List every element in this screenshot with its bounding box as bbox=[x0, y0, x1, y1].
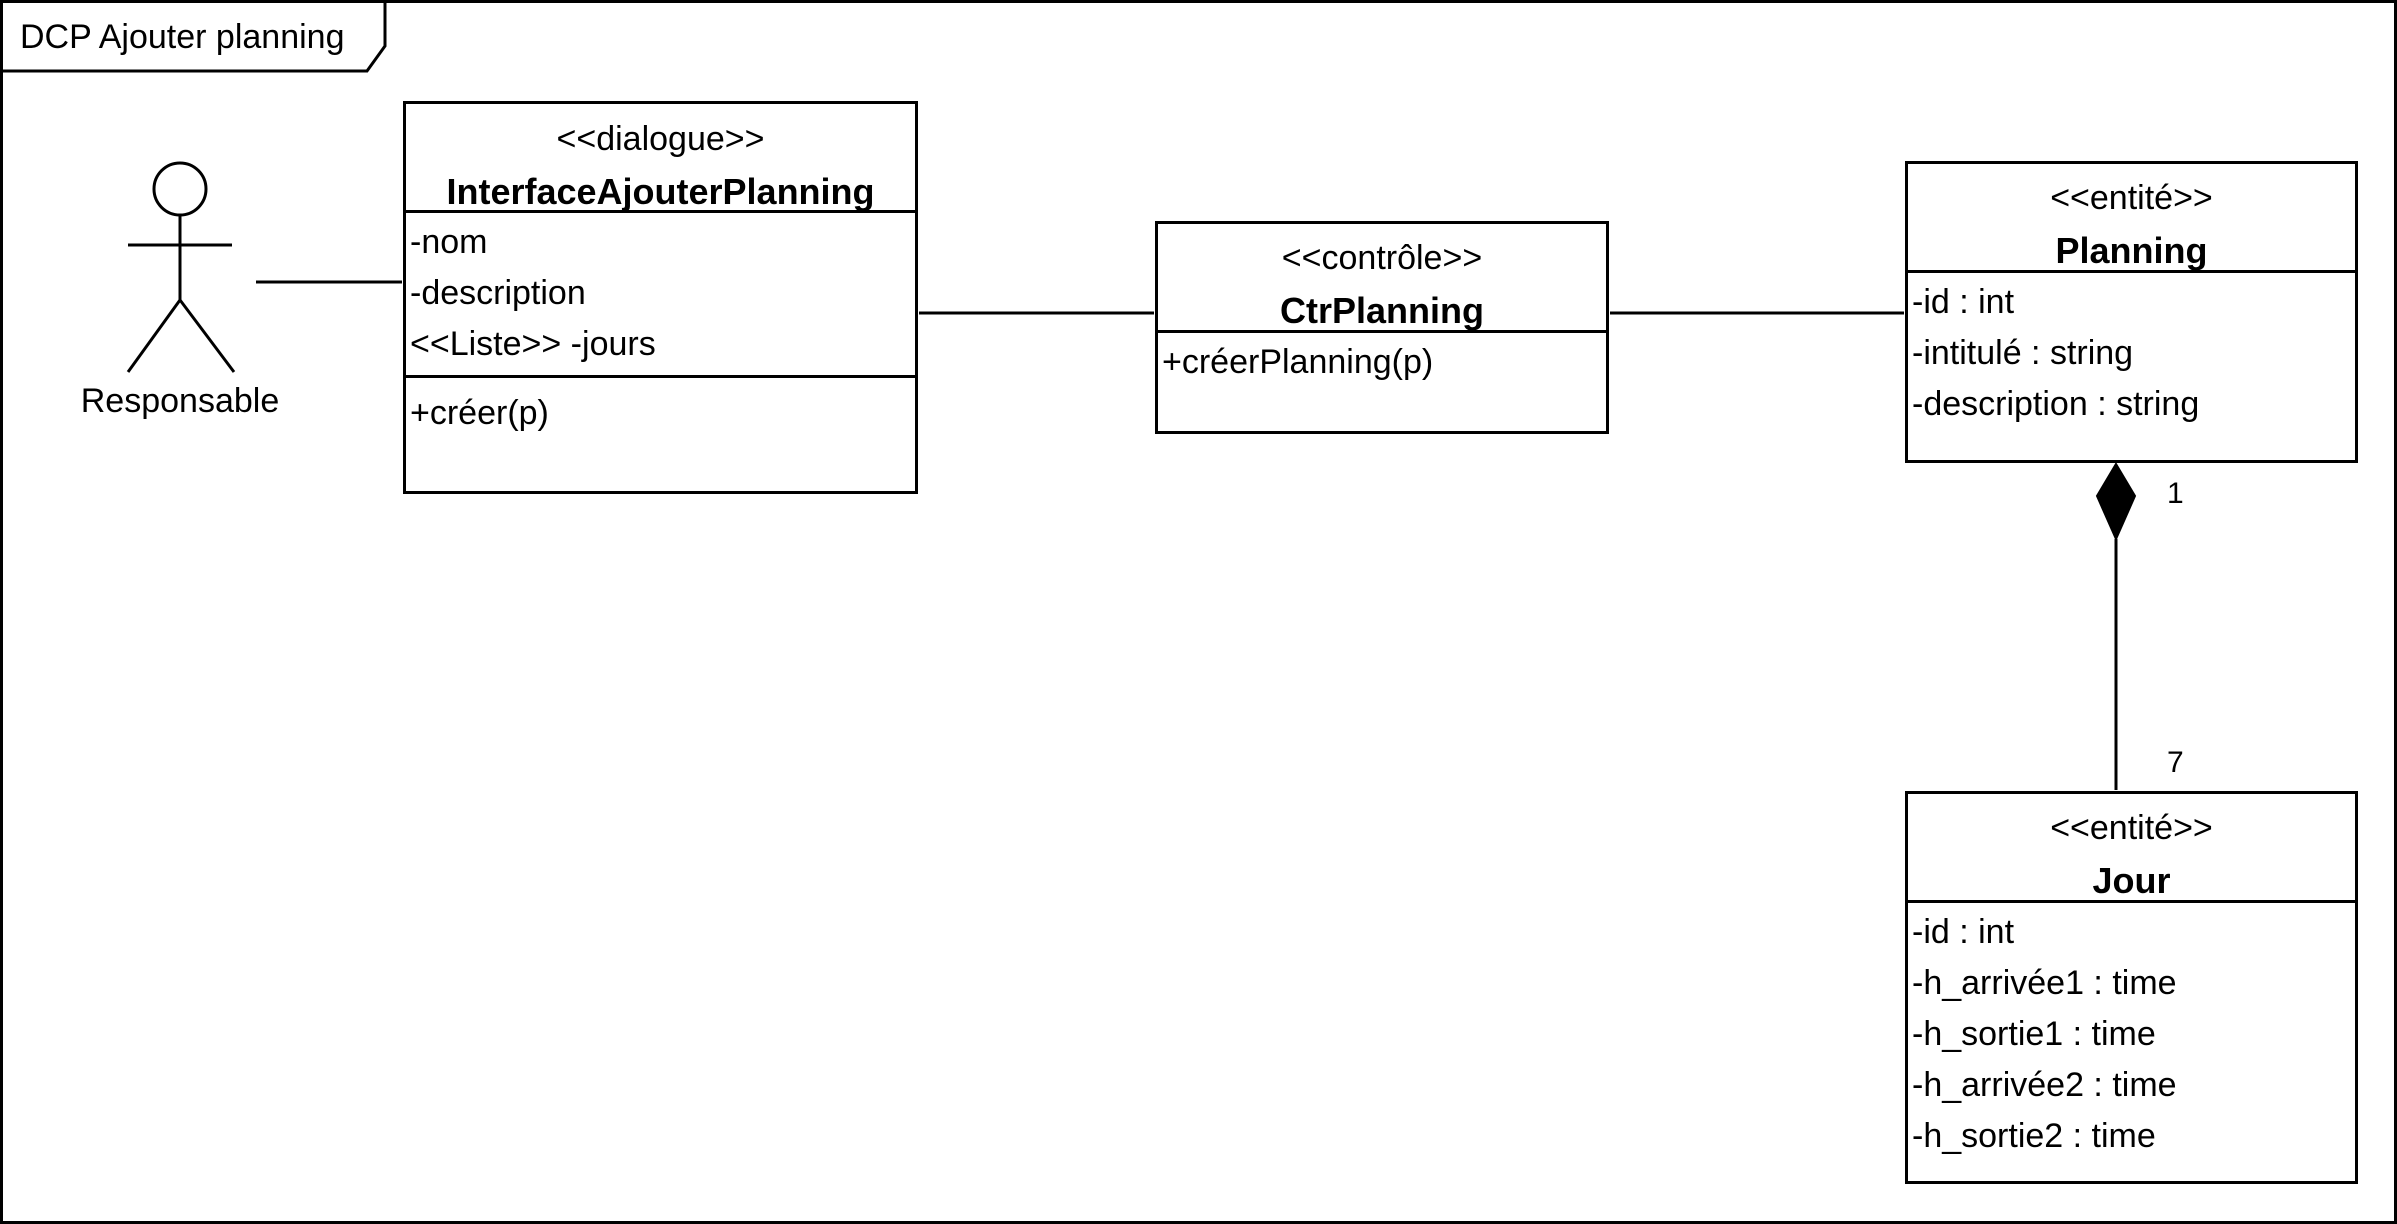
actor-leg-right bbox=[178, 299, 236, 373]
attribute: -h_sortie2 : time bbox=[1912, 1117, 2156, 1155]
attribute: -h_arrivée2 : time bbox=[1912, 1066, 2177, 1104]
class-attributes: -nom -description <<Liste>> -jours bbox=[406, 213, 915, 378]
frame-title: DCP Ajouter planning bbox=[20, 18, 345, 56]
composition-diamond bbox=[2095, 462, 2137, 542]
class-operations: +créer(p) bbox=[406, 378, 915, 439]
class-name: Planning bbox=[2055, 230, 2208, 271]
class-header: <<dialogue>> InterfaceAjouterPlanning bbox=[406, 104, 915, 213]
class-name: Jour bbox=[2092, 860, 2171, 901]
class-attributes: -id : int -intitulé : string -descriptio… bbox=[1908, 273, 2355, 430]
actor-leg-left bbox=[126, 299, 182, 373]
frame-label-tab bbox=[1, 1, 387, 73]
class-stereotype: <<contrôle>> bbox=[1281, 239, 1483, 277]
attribute: <<Liste>> -jours bbox=[410, 325, 656, 363]
class-stereotype: <<dialogue>> bbox=[556, 120, 765, 158]
attribute: -id : int bbox=[1912, 283, 2015, 321]
class-stereotype: <<entité>> bbox=[2050, 809, 2213, 847]
class-stereotype: <<entité>> bbox=[2050, 179, 2213, 217]
multiplicity-planning: 1 bbox=[2167, 477, 2184, 510]
actor-head bbox=[152, 161, 208, 217]
attribute: -nom bbox=[410, 223, 488, 261]
multiplicity-jour: 7 bbox=[2167, 746, 2184, 779]
attribute: -h_sortie1 : time bbox=[1912, 1015, 2156, 1053]
class-ctr-planning[interactable]: <<contrôle>> CtrPlanning +créerPlanning(… bbox=[1155, 221, 1609, 434]
class-header: <<entité>> Jour bbox=[1908, 794, 2355, 903]
actor-label: Responsable bbox=[80, 382, 280, 420]
class-name: CtrPlanning bbox=[1280, 290, 1484, 331]
class-planning[interactable]: <<entité>> Planning -id : int -intitulé … bbox=[1905, 161, 2358, 463]
operation: +créer(p) bbox=[410, 394, 549, 432]
class-header: <<entité>> Planning bbox=[1908, 164, 2355, 273]
attribute: -description bbox=[410, 274, 586, 312]
class-interface-ajouter-planning[interactable]: <<dialogue>> InterfaceAjouterPlanning -n… bbox=[403, 101, 918, 494]
class-name: InterfaceAjouterPlanning bbox=[446, 171, 875, 212]
actor-figure bbox=[126, 161, 236, 373]
attribute: -h_arrivée1 : time bbox=[1912, 964, 2177, 1002]
class-attributes: -id : int -h_arrivée1 : time -h_sortie1 … bbox=[1908, 903, 2355, 1162]
class-jour[interactable]: <<entité>> Jour -id : int -h_arrivée1 : … bbox=[1905, 791, 2358, 1184]
class-header: <<contrôle>> CtrPlanning bbox=[1158, 224, 1606, 333]
attribute: -intitulé : string bbox=[1912, 334, 2134, 372]
operation: +créerPlanning(p) bbox=[1162, 343, 1434, 381]
attribute: -description : string bbox=[1912, 385, 2200, 423]
attribute: -id : int bbox=[1912, 913, 2015, 951]
class-operations: +créerPlanning(p) bbox=[1158, 333, 1606, 388]
